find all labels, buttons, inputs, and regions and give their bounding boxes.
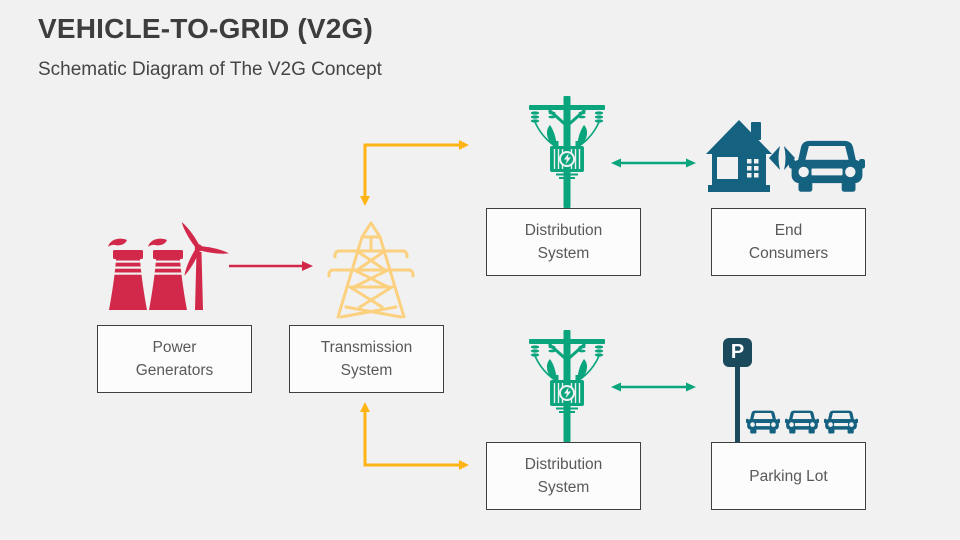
node-label: Consumers [748,245,829,262]
node-box-power-generators: Power Generators [97,325,252,393]
node-label: System [340,362,393,379]
roof [706,120,772,154]
parking-sign-letter: P [730,341,745,363]
parked-car-icon [824,409,858,434]
parked-car-icon [785,409,819,434]
energy-exchange-plug-icon [769,146,795,170]
node-label: Distribution [524,222,603,239]
arrow-distribution-top-to-end-consumers [611,158,696,168]
window [717,157,738,179]
transmission-tower-icon [327,221,415,319]
smoke-icon [148,238,167,247]
arrow-distribution-bottom-to-parking-lot [611,382,696,392]
parking-sign-pole [735,366,740,445]
lattice-tower [327,221,415,319]
arrowhead-right-icon [686,158,696,168]
arrow-transmission-to-distribution-bottom [360,402,469,470]
arrowhead-left-icon [611,158,621,168]
house-base [708,185,770,192]
node-label: System [537,479,590,496]
arrowhead-right-icon [686,382,696,392]
arrowhead-right-icon [302,261,313,271]
arrow-transmission-to-distribution-top [360,140,469,206]
wind-turbine-icon [181,222,230,310]
house-icon [706,120,772,192]
arrowhead-down-icon [360,196,370,206]
node-box-distribution-system-bottom: Distribution System [486,442,641,510]
page-title: VEHICLE-TO-GRID (V2G) [38,13,374,44]
arrow-power-to-transmission [229,261,313,271]
node-label: Parking Lot [749,467,828,485]
arrowhead-right-icon [459,140,469,150]
small-window-grid [747,159,759,178]
page-subtitle: Schematic Diagram of The V2G Concept [38,59,382,80]
node-box-distribution-system-top: Distribution System [486,208,641,276]
node-label: Distribution [524,456,603,473]
node-label: End [774,222,803,239]
consumer-car-icon [789,137,865,193]
parked-car-icon [746,409,780,434]
parking-sign-icon: P [723,338,752,367]
node-box-transmission-system: Transmission System [289,325,444,393]
arrowhead-left-icon [611,382,621,392]
distribution-pole-bottom-icon [522,330,612,442]
arrowhead-up-icon [360,402,370,412]
arrowhead-right-icon [459,460,469,470]
power-generators-icon [108,222,230,310]
cooling-towers-icon [108,238,187,310]
node-box-end-consumers: End Consumers [711,208,866,276]
node-label: System [537,245,590,262]
node-label: Generators [135,362,214,379]
distribution-pole-top-icon [522,96,612,208]
node-label: Transmission [320,339,413,356]
node-box-parking-lot: Parking Lot [711,442,866,510]
smoke-icon [108,238,127,247]
node-label: Power [152,339,197,356]
